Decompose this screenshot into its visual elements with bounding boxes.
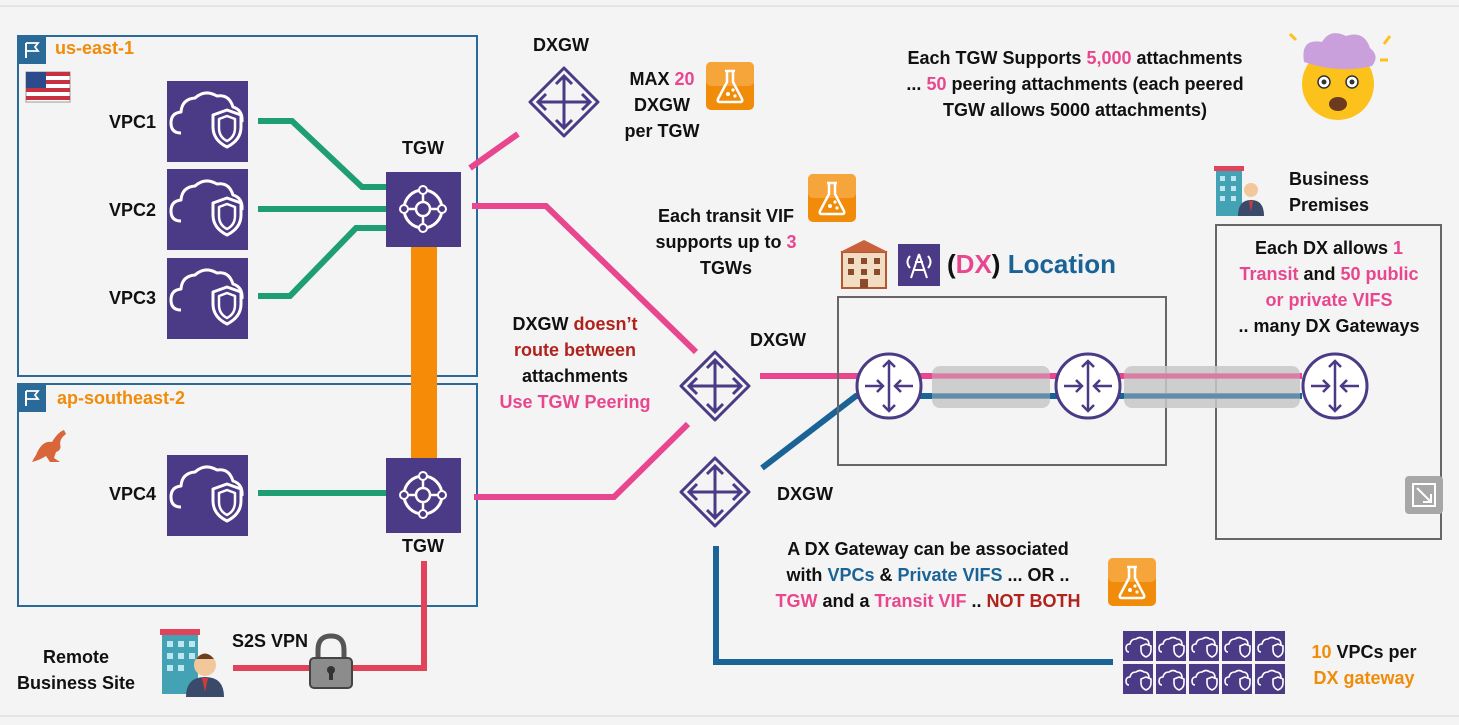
vpc3-label: VPC3 [109, 288, 157, 308]
dxgw-routing-note: DXGW doesn’t route between attachments U… [499, 314, 651, 412]
max-dxgw-note: MAX 20 DXGW per TGW [624, 69, 700, 141]
dx-router-icon [1054, 352, 1122, 420]
dxgw-icon [528, 66, 600, 138]
customer-router-icon [1301, 352, 1369, 420]
vpc-grid-icon [1122, 630, 1286, 695]
tgw-icon [386, 458, 461, 533]
region-flag-icon [18, 36, 46, 64]
s2s-vpn-link [233, 561, 427, 671]
region-label-ap-southeast-2: ap-southeast-2 [57, 388, 186, 408]
business-premises-label: Business Premises [1288, 169, 1370, 215]
vpc3-icon [167, 258, 248, 339]
padlock-icon [309, 633, 353, 689]
transit-vif-note: Each transit VIF supports up to 3 TGWs [655, 206, 797, 278]
vpcs-per-dxgw-note: 10 VPCs per DX gateway [1311, 642, 1417, 688]
vpc4-label: VPC4 [109, 484, 157, 504]
vpc2-icon [167, 169, 248, 250]
dxgw-lower-label: DXGW [777, 484, 833, 504]
remote-site-label: Remote Business Site [16, 647, 136, 693]
direct-connect-icon [898, 244, 940, 286]
cross-connect-bar [932, 366, 1050, 408]
us-flag-icon [25, 71, 71, 103]
cross-connect-bar [1124, 366, 1300, 408]
s2s-vpn-label: S2S VPN [232, 631, 309, 651]
vpc1-icon [167, 81, 248, 162]
dx-vif-limits-note: Each DX allows 1 Transit and 50 public o… [1238, 238, 1420, 336]
dxgw-icon [679, 456, 751, 528]
flask-icon [704, 60, 756, 112]
office-building-icon [1214, 166, 1264, 216]
remote-site-building-icon [160, 629, 224, 697]
vpc1-label: VPC1 [109, 112, 157, 132]
private-vif-links [713, 393, 1302, 665]
dx-location-title: (DX) Location [947, 249, 1117, 279]
tgw-top-label: TGW [402, 138, 444, 158]
datacenter-building-icon [840, 240, 888, 289]
vpc-attachment-links [258, 118, 387, 496]
dxgw-top-label: DXGW [533, 35, 589, 55]
vpc4-icon [167, 455, 248, 536]
vpc2-label: VPC2 [109, 200, 157, 220]
tgw-peering-link [411, 246, 437, 458]
region-flag-icon [18, 384, 46, 412]
flask-icon [1106, 556, 1158, 608]
dxgw-icon [679, 350, 751, 422]
tgw-bottom-label: TGW [402, 536, 444, 556]
expand-button[interactable] [1405, 476, 1443, 514]
kangaroo-icon [32, 430, 66, 462]
tgw-icon [386, 172, 461, 247]
dxgw-middle-label: DXGW [750, 330, 806, 350]
dx-gateway-association-note: A DX Gateway can be associated with VPCs… [775, 539, 1081, 611]
exploding-head-emoji [1288, 32, 1392, 120]
tgw-attachment-limits-note: Each TGW Supports 5,000 attachments ... … [906, 48, 1244, 120]
region-label-us-east-1: us-east-1 [55, 38, 135, 58]
dx-router-icon [855, 352, 923, 420]
